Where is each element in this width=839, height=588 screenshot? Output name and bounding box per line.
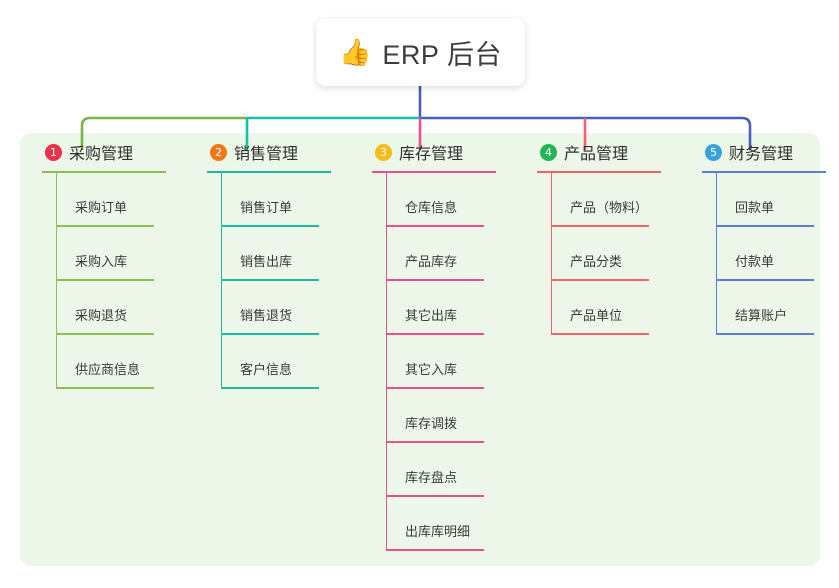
list-item-label: 产品库存: [405, 254, 458, 269]
list-item-underline: [552, 279, 649, 281]
list-item-label: 其它出库: [405, 308, 458, 323]
list-item[interactable]: 库存调拨: [386, 389, 535, 443]
column-库存管理: 3 库存管理仓库信息产品库存其它出库其它入库库存调拨库存盘点出库库明细: [370, 133, 535, 566]
list-item[interactable]: 采购入库: [56, 227, 205, 281]
column-title: 产品管理: [564, 146, 629, 163]
list-item-underline: [387, 441, 484, 443]
list-item[interactable]: 供应商信息: [56, 335, 205, 389]
column-title: 库存管理: [399, 146, 464, 163]
column-items: 采购订单采购入库采购退货供应商信息: [56, 173, 205, 389]
column-badge-3: 3: [375, 143, 392, 161]
list-item-label: 采购入库: [75, 254, 128, 269]
list-item-label: 销售订单: [240, 200, 293, 215]
list-item-underline: [57, 387, 154, 389]
list-item[interactable]: 产品分类: [551, 227, 700, 281]
list-item-underline: [387, 387, 484, 389]
list-item-underline: [387, 495, 484, 497]
list-item[interactable]: 销售出库: [221, 227, 370, 281]
list-item-label: 其它入库: [405, 362, 458, 377]
list-item-label: 采购退货: [75, 308, 128, 323]
list-item[interactable]: 产品单位: [551, 281, 700, 335]
list-item[interactable]: 仓库信息: [386, 173, 535, 227]
list-item-underline: [387, 225, 484, 227]
column-title: 采购管理: [69, 146, 134, 163]
column-items: 仓库信息产品库存其它出库其它入库库存调拨库存盘点出库库明细: [386, 173, 535, 551]
list-item-underline: [57, 333, 154, 335]
list-item[interactable]: 其它入库: [386, 335, 535, 389]
column-rule: [537, 171, 661, 173]
list-item[interactable]: 客户信息: [221, 335, 370, 389]
list-item-underline: [222, 279, 319, 281]
column-销售管理: 2 销售管理销售订单销售出库销售退货客户信息: [205, 133, 370, 566]
column-badge-5: 5: [705, 143, 722, 161]
column-rule: [42, 171, 166, 173]
list-item-underline: [717, 333, 814, 335]
list-item-underline: [717, 225, 814, 227]
list-item[interactable]: 回款单: [716, 173, 839, 227]
list-item[interactable]: 产品库存: [386, 227, 535, 281]
list-item-label: 销售退货: [240, 308, 293, 323]
page-title: ERP 后台: [382, 39, 502, 70]
column-header-4[interactable]: 4 产品管理: [535, 133, 700, 171]
column-header-2[interactable]: 2 销售管理: [205, 133, 370, 171]
list-item[interactable]: 结算账户: [716, 281, 839, 335]
column-rule: [372, 171, 496, 173]
list-item-label: 供应商信息: [75, 362, 141, 377]
list-item[interactable]: 销售退货: [221, 281, 370, 335]
list-item[interactable]: 付款单: [716, 227, 839, 281]
list-item-underline: [222, 387, 319, 389]
list-item-underline: [387, 549, 484, 551]
list-item-label: 产品单位: [570, 308, 623, 323]
column-items: 产品（物料） 产品分类产品单位: [551, 173, 700, 335]
list-item-underline: [222, 333, 319, 335]
list-item[interactable]: 其它出库: [386, 281, 535, 335]
column-rule: [207, 171, 331, 173]
list-item-label: 库存盘点: [405, 470, 458, 485]
list-item-label: 结算账户: [735, 308, 788, 323]
column-header-1[interactable]: 1 采购管理: [40, 133, 205, 171]
list-item-label: 出库库明细: [405, 524, 471, 539]
list-item-label: 付款单: [735, 254, 775, 269]
list-item[interactable]: 采购订单: [56, 173, 205, 227]
column-采购管理: 1 采购管理采购订单采购入库采购退货供应商信息: [40, 133, 205, 566]
list-item-underline: [57, 225, 154, 227]
column-badge-4: 4: [540, 143, 557, 161]
list-item[interactable]: 产品（物料）: [551, 173, 700, 227]
column-rule: [702, 171, 826, 173]
list-item[interactable]: 出库库明细: [386, 497, 535, 551]
list-item-label: 仓库信息: [405, 200, 458, 215]
column-badge-1: 1: [45, 143, 62, 161]
list-item-label: 产品（物料）: [570, 200, 649, 215]
list-item[interactable]: 销售订单: [221, 173, 370, 227]
column-items: 销售订单销售出库销售退货客户信息: [221, 173, 370, 389]
list-item-underline: [552, 225, 649, 227]
list-item-label: 产品分类: [570, 254, 623, 269]
column-财务管理: 5 财务管理回款单付款单结算账户: [700, 133, 839, 566]
column-items: 回款单付款单结算账户: [716, 173, 839, 335]
list-item-label: 采购订单: [75, 200, 128, 215]
list-item-underline: [387, 279, 484, 281]
list-item-label: 客户信息: [240, 362, 293, 377]
thumbs-up-emoji: 👍: [339, 37, 372, 67]
diagram-panel: [20, 133, 820, 566]
column-header-3[interactable]: 3 库存管理: [370, 133, 535, 171]
root-title-card[interactable]: 👍 ERP 后台: [316, 18, 525, 86]
list-item[interactable]: 库存盘点: [386, 443, 535, 497]
column-title: 财务管理: [729, 146, 794, 163]
list-item[interactable]: 采购退货: [56, 281, 205, 335]
column-header-5[interactable]: 5 财务管理: [700, 133, 839, 171]
list-item-label: 库存调拨: [405, 416, 458, 431]
column-container: 1 采购管理采购订单采购入库采购退货供应商信息 2 销售管理销售订单销售出库销售退货客…: [20, 133, 826, 566]
list-item-label: 销售出库: [240, 254, 293, 269]
list-item-label: 回款单: [735, 200, 775, 215]
list-item-underline: [387, 333, 484, 335]
list-item-underline: [717, 279, 814, 281]
column-产品管理: 4 产品管理产品（物料） 产品分类产品单位: [535, 133, 700, 566]
list-item-underline: [222, 225, 319, 227]
list-item-underline: [552, 333, 649, 335]
column-badge-2: 2: [210, 143, 227, 161]
column-title: 销售管理: [234, 146, 299, 163]
list-item-underline: [57, 279, 154, 281]
